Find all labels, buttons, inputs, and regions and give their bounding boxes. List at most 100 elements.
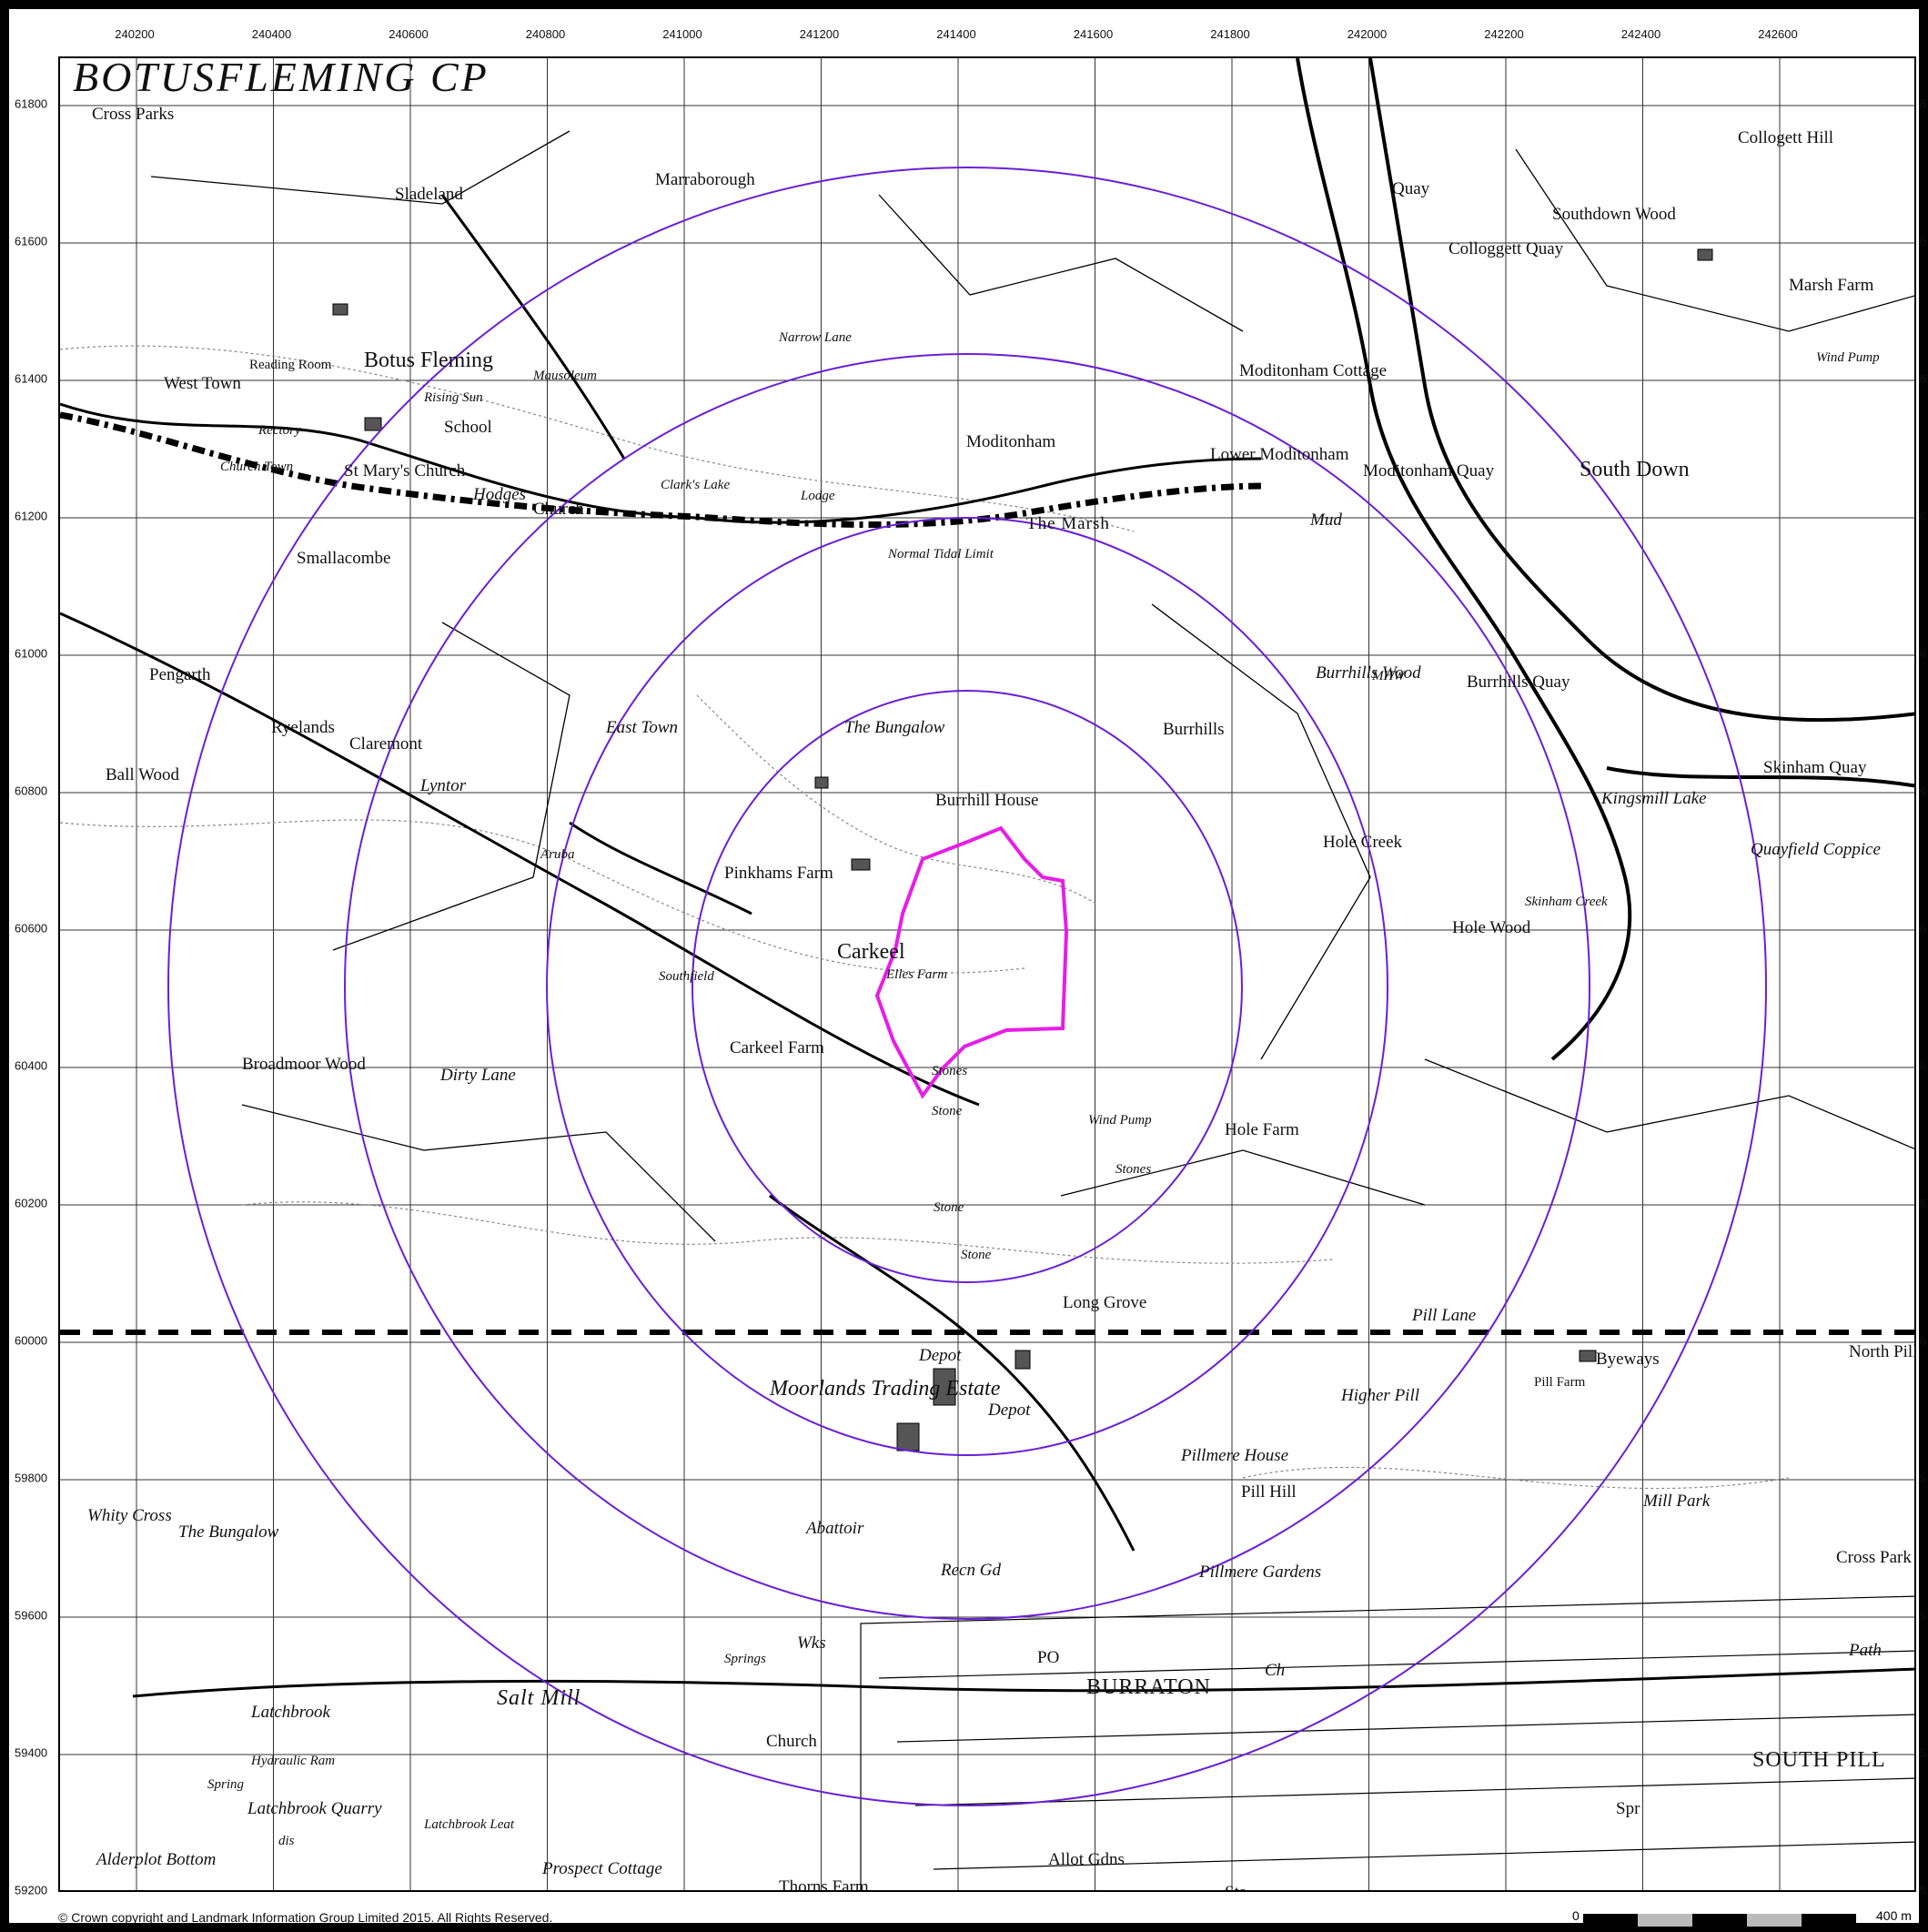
river-bank bbox=[1296, 58, 1632, 1061]
grid-lines bbox=[60, 58, 1914, 1890]
road bbox=[440, 194, 626, 460]
field-boundary bbox=[878, 194, 1244, 332]
scale-bar bbox=[1583, 1914, 1856, 1927]
label-church-town: Church Town bbox=[220, 460, 294, 474]
map-title: BOTUSFLEMING CP bbox=[73, 54, 490, 100]
buffer-rings bbox=[167, 167, 1767, 1806]
label-hodges: Hodges bbox=[473, 485, 527, 504]
scale-start-label: 0 bbox=[1572, 1908, 1580, 1923]
buffer-ring-large bbox=[167, 167, 1767, 1806]
label-moorlands-trading-estate: Moorlands Trading Estate bbox=[770, 1377, 1001, 1401]
label-pillmere-house: Pillmere House bbox=[1181, 1446, 1289, 1465]
field-boundary bbox=[1151, 603, 1371, 1060]
northing-tick-label-right: 5 bbox=[1920, 1745, 1927, 1760]
northing-tick-label: 61600 bbox=[15, 234, 48, 248]
label-kingsmill-lake: Kingsmill Lake bbox=[1601, 789, 1707, 808]
building bbox=[332, 303, 348, 316]
building bbox=[1697, 248, 1713, 261]
label-hole-wood: Hole Wood bbox=[1452, 918, 1531, 937]
field-boundary bbox=[150, 130, 570, 205]
contour-line bbox=[241, 1201, 1335, 1264]
urban-street bbox=[914, 1777, 1914, 1806]
label-church: Church bbox=[533, 500, 584, 519]
label-byeways: Byeways bbox=[1596, 1350, 1660, 1369]
label-thorns-farm: Thorns Farm bbox=[779, 1877, 869, 1892]
label-collogett-hill: Collogett Hill bbox=[1738, 128, 1834, 147]
label-depot-2: Depot bbox=[988, 1401, 1031, 1420]
label-abattoir: Abattoir bbox=[806, 1519, 864, 1538]
label-wks: Wks bbox=[797, 1634, 826, 1653]
site-boundary bbox=[874, 825, 1069, 1099]
building bbox=[1579, 1350, 1597, 1362]
label-hydraulic-ram: Hydraulic Ram bbox=[251, 1754, 336, 1768]
label-prospect-cottage: Prospect Cottage bbox=[542, 1859, 662, 1878]
northing-tick-label: 59400 bbox=[15, 1745, 48, 1760]
label-springs: Springs bbox=[724, 1652, 766, 1666]
northing-tick-label-right: 6 bbox=[1920, 371, 1927, 386]
road bbox=[132, 1667, 1914, 1698]
urban-street bbox=[896, 1714, 1914, 1743]
northing-tick-label: 59800 bbox=[15, 1471, 48, 1485]
label-quay: Quay bbox=[1392, 179, 1430, 198]
building bbox=[1014, 1350, 1031, 1370]
map-canvas[interactable] bbox=[60, 58, 1916, 1892]
parish-boundary bbox=[60, 411, 1262, 529]
label-stone-3: Stone bbox=[961, 1248, 992, 1262]
label-south-down: South Down bbox=[1580, 458, 1690, 481]
easting-tick-label: 241800 bbox=[1210, 27, 1250, 41]
label-pill-lane: Pill Lane bbox=[1412, 1306, 1477, 1325]
label-burrhills: Burrhills bbox=[1163, 720, 1225, 739]
label-salt-mill: Path bbox=[1849, 1641, 1882, 1660]
contour-line bbox=[696, 694, 1098, 905]
label-skinham-creek: Skinham Creek bbox=[1525, 895, 1608, 909]
label-lodge: Lodge bbox=[801, 489, 835, 503]
scale-segment bbox=[1692, 1914, 1747, 1927]
copyright-notice: © Crown copyright and Landmark Informati… bbox=[58, 1910, 553, 1925]
label-moditonham-cottage: Moditonham Cottage bbox=[1239, 361, 1388, 380]
label-smallacombe: Smallacombe bbox=[297, 549, 391, 568]
label-stones: Stones bbox=[932, 1064, 968, 1078]
label-cross-parks: Cross Parks bbox=[92, 105, 175, 124]
label-west-town: West Town bbox=[164, 374, 241, 393]
contours bbox=[60, 345, 1790, 1490]
label-sta: Sta bbox=[1225, 1884, 1247, 1890]
field-boundaries bbox=[150, 130, 1914, 1242]
label-broadmoor-wood: Broadmoor Wood bbox=[242, 1055, 366, 1074]
easting-tick-label: 241000 bbox=[662, 27, 702, 41]
easting-tick-label: 242200 bbox=[1484, 27, 1524, 41]
urban-street bbox=[878, 1650, 1914, 1679]
field-boundary bbox=[332, 622, 570, 951]
northing-tick-label: 60600 bbox=[15, 921, 48, 936]
northing-tick-label-right: 5 bbox=[1920, 1608, 1927, 1623]
label-skinham-quay: Skinham Quay bbox=[1763, 758, 1867, 777]
road bbox=[569, 821, 752, 915]
label-stone-2: Stone bbox=[934, 1200, 964, 1215]
label-pinkhams-farm: Pinkhams Farm bbox=[724, 864, 833, 883]
label-mill-park: Mill Park bbox=[1643, 1492, 1711, 1511]
label-wind-pump: Wind Pump bbox=[1816, 350, 1880, 365]
buildings bbox=[332, 248, 1713, 1452]
label-clarks-lake: Clark's Lake bbox=[661, 478, 731, 492]
northing-tick-label-right: 5 bbox=[1920, 1471, 1927, 1485]
map-frame[interactable]: Cross Parks Sladeland Marraborough Botus… bbox=[58, 56, 1916, 1892]
label-reading-room: Reading Room bbox=[249, 358, 332, 372]
northing-tick-label: 60400 bbox=[15, 1058, 48, 1073]
easting-tick-label: 242400 bbox=[1620, 27, 1661, 41]
boundary-line bbox=[60, 411, 1262, 529]
label-normal-tidal-limit: Normal Tidal Limit bbox=[888, 547, 994, 561]
northing-tick-label: 61400 bbox=[15, 371, 48, 386]
label-spring: Spring bbox=[207, 1777, 245, 1792]
northing-tick-label: 60800 bbox=[15, 784, 48, 798]
label-quayfield-coppice: Quayfield Coppice bbox=[1751, 840, 1881, 859]
label-marraborough: Marraborough bbox=[655, 170, 755, 189]
label-stones-2: Stones bbox=[1115, 1162, 1152, 1177]
road bbox=[769, 1194, 1136, 1552]
label-east-town: East Town bbox=[606, 718, 679, 737]
label-wind-pump-hole: Wind Pump bbox=[1088, 1113, 1152, 1128]
easting-tick-label: 241600 bbox=[1073, 27, 1114, 41]
scale-segment bbox=[1638, 1914, 1692, 1927]
label-pill-hill: Pill Hill bbox=[1241, 1482, 1297, 1502]
label-dis: dis bbox=[278, 1834, 295, 1848]
label-lyntor: Lyntor bbox=[420, 776, 467, 795]
